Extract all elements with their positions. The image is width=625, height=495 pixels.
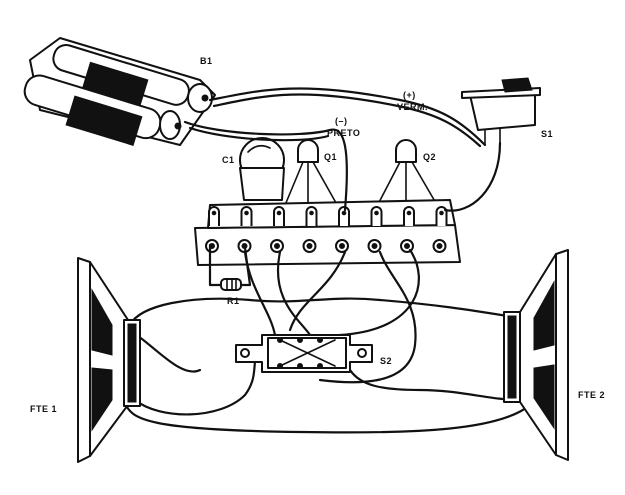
terminal-lug: [305, 206, 318, 226]
lug-hole: [341, 210, 347, 216]
terminal-lug: [403, 206, 415, 226]
negative-label: (–): [335, 116, 348, 126]
capacitor-label: C1: [222, 155, 235, 165]
switch-s2: [235, 334, 373, 373]
black-wire-label: PRETO: [327, 128, 360, 138]
switch-s1: [461, 77, 541, 146]
screw-head: [306, 243, 313, 249]
transistor2-label: Q2: [423, 152, 436, 162]
lug-hole: [309, 210, 314, 216]
red-wire-label: VERM.: [397, 102, 428, 112]
capacitor-c1: [239, 137, 285, 201]
lug-hole: [276, 210, 282, 216]
resistor-r1: [220, 278, 242, 291]
screw-head: [371, 243, 378, 249]
terminal-lug: [338, 206, 350, 226]
speaker1-label: FTE 1: [30, 404, 57, 414]
resistor-label: R1: [227, 296, 240, 306]
terminal-strip: [194, 199, 461, 266]
battery-holder: [23, 37, 216, 146]
lug-hole: [211, 210, 217, 216]
screw-head: [339, 243, 345, 249]
lug-hole: [439, 210, 444, 216]
transistor1-label: Q1: [324, 152, 337, 162]
screw-head: [436, 243, 443, 249]
terminal-lug: [208, 206, 220, 226]
battery-label: B1: [200, 56, 213, 66]
screw-head: [404, 243, 410, 249]
lug-hole: [406, 210, 412, 216]
lug-hole: [374, 210, 379, 216]
terminal-lug: [370, 206, 383, 226]
switch2-label: S2: [380, 356, 392, 366]
transistor-q1: [282, 139, 341, 211]
speaker2-label: FTE 2: [578, 390, 605, 400]
switch1-label: S1: [541, 129, 553, 139]
terminal-lug: [240, 206, 253, 226]
positive-label: (+): [403, 90, 416, 100]
terminal-lug: [435, 206, 448, 226]
speaker-fte2: [503, 249, 569, 461]
lug-hole: [244, 210, 249, 216]
screw-head: [274, 243, 280, 249]
terminal-lug: [273, 206, 285, 226]
wires: [123, 87, 532, 434]
speaker-fte1: [77, 257, 141, 463]
